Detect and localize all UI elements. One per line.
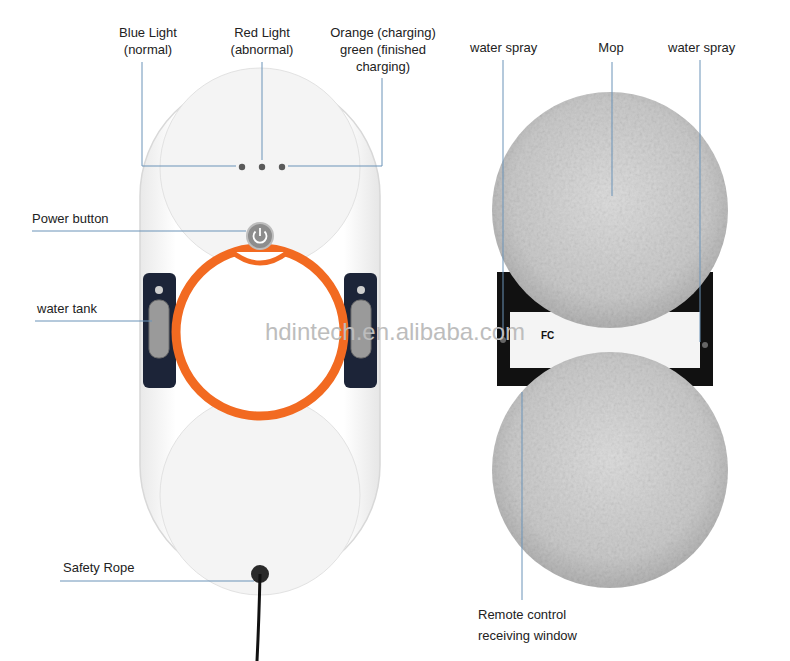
part-label: Blue Light (normal) xyxy=(108,24,188,58)
robot-back xyxy=(492,92,728,588)
part-label: Orange (charging) green (finished chargi… xyxy=(323,24,443,75)
certification-mark: FC xyxy=(541,329,571,343)
part-label: Power button xyxy=(32,210,142,227)
robot-front xyxy=(140,68,380,661)
part-label: water spray xyxy=(668,39,758,56)
part-label: Mop xyxy=(581,39,641,56)
watermark: hdintech.en.alibaba.com xyxy=(230,318,560,346)
part-label: water spray xyxy=(470,39,560,56)
leader-lines xyxy=(32,60,700,600)
part-label: Safety Rope xyxy=(63,559,173,576)
part-label: Red Light (abnormal) xyxy=(224,24,300,58)
part-label: water tank xyxy=(37,300,137,317)
part-label: Remote control receiving window xyxy=(478,604,598,646)
